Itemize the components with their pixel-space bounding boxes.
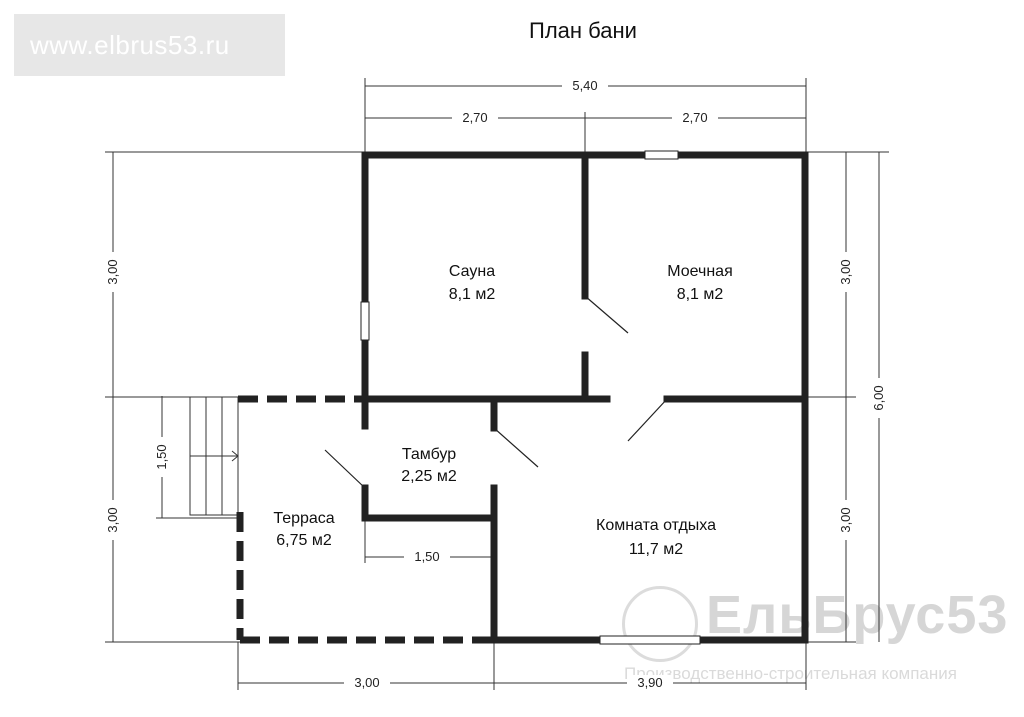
brand-tagline: Производственно-строительная компания (624, 664, 957, 683)
dim-inner: 1,50 (414, 549, 439, 564)
room-washroom-area: 8,1 м2 (677, 286, 724, 303)
dim-half-right: 2,70 (682, 110, 707, 125)
dim-right-upper: 3,00 (838, 259, 853, 284)
room-washroom-name: Моечная (667, 263, 733, 280)
brand-logo-icon (622, 586, 698, 662)
dimension-label-bg (105, 78, 887, 691)
room-lounge-area: 11,7 м2 (629, 541, 683, 558)
room-lounge-name: Комната отдыха (596, 517, 716, 534)
walls (361, 151, 809, 644)
brand-name: ЕльБрус53 (706, 585, 1009, 645)
terrace-railing (236, 395, 494, 644)
watermark-url: www.elbrus53.ru (30, 30, 230, 60)
room-sauna-name: Сауна (449, 263, 495, 280)
dim-total-width: 5,40 (572, 78, 597, 93)
room-vestibule-area: 2,25 м2 (401, 468, 457, 485)
plan-title: План бани (529, 18, 637, 43)
dim-half-left: 2,70 (462, 110, 487, 125)
windows (360, 150, 701, 645)
dim-left-upper: 3,00 (105, 259, 120, 284)
room-sauna-area: 8,1 м2 (449, 286, 496, 303)
dim-bottom-left: 3,00 (354, 675, 379, 690)
dim-total-height: 6,00 (871, 385, 886, 410)
watermark-box (14, 14, 285, 76)
room-terrace-name: Терраса (273, 510, 334, 527)
room-terrace-area: 6,75 м2 (276, 532, 332, 549)
dim-left-lower: 3,00 (105, 507, 120, 532)
dim-stairs: 1,50 (154, 444, 169, 469)
dim-right-lower: 3,00 (838, 507, 853, 532)
room-vestibule-name: Тамбур (402, 446, 456, 463)
stairs (189, 396, 239, 516)
dim-bottom-right: 3,90 (637, 675, 662, 690)
doors (324, 295, 668, 489)
